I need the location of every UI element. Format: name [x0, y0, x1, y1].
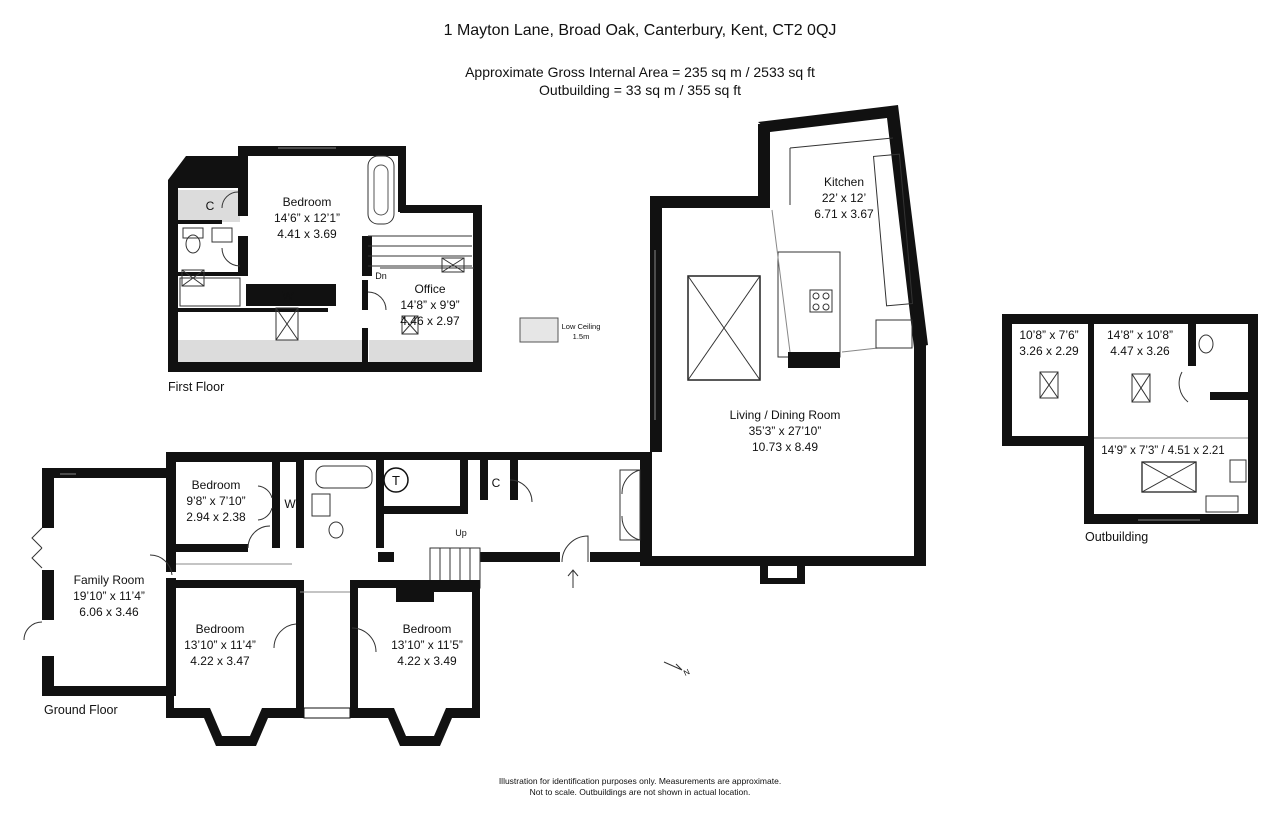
disclaimer-line2: Not to scale. Outbuildings are not shown… [529, 787, 751, 798]
room-metric: 2.94 x 2.38 [186, 509, 246, 524]
outbuilding-label: Outbuilding [1085, 530, 1149, 544]
room-name: Family Room [73, 573, 145, 587]
property-address: 1 Mayton Lane, Broad Oak, Canterbury, Ke… [443, 22, 837, 39]
first-floor-plan [168, 146, 482, 372]
ff-wardrobe-label: W [282, 289, 294, 303]
room-metric: 3.26 x 2.29 [1019, 343, 1079, 358]
ground-floor-plan [23, 105, 928, 746]
room-name: Bedroom [282, 195, 332, 209]
room-name: Office [414, 282, 446, 296]
room-metric: 4.46 x 2.97 [400, 313, 460, 328]
ff-cupboard-label: C [205, 199, 215, 213]
low-ceiling-label: Low Ceiling 1.5m [558, 322, 604, 342]
room-metric: 4.47 x 3.26 [1110, 343, 1170, 358]
room-label-outbuilding-a: 10’8” x 7’6” 3.26 x 2.29 [1014, 328, 1084, 360]
disclaimer: Illustration for identification purposes… [0, 776, 1280, 799]
room-metric: 4.22 x 3.49 [397, 653, 457, 668]
room-imperial: 22’ x 12’ [821, 190, 867, 205]
room-label-gf-bedroom-right: Bedroom 13’10” x 11’5” 4.22 x 3.49 [383, 622, 471, 669]
room-imperial: 35’3” x 27’10” [748, 423, 822, 438]
disclaimer-line1: Illustration for identification purposes… [498, 776, 782, 786]
room-label-gf-bedroom-left: Bedroom 13’10” x 11’4” 4.22 x 3.47 [176, 622, 264, 669]
room-imperial: 13’10” x 11’4” [184, 637, 256, 652]
room-metric: 6.71 x 3.67 [814, 206, 874, 221]
room-imperial: 10’8” x 7’6” [1019, 328, 1079, 342]
low-ceiling-text: Low Ceiling [561, 322, 601, 331]
room-label-ff-bedroom: Bedroom 14’6” x 12’1” 4.41 x 3.69 [252, 195, 362, 242]
room-imperial: 19’10” x 11’4” [73, 588, 145, 603]
first-floor-label: First Floor [168, 380, 225, 394]
room-imperial: 14’8” x 10’8” [1106, 328, 1174, 342]
room-label-living-dining: Living / Dining Room 35’3” x 27’10” 10.7… [720, 408, 850, 455]
room-metric: 6.06 x 3.46 [79, 604, 139, 619]
room-imperial: 13’10” x 11’5” [391, 637, 463, 652]
tank-label: T [392, 473, 400, 488]
area-summary: Approximate Gross Internal Area = 235 sq… [0, 63, 1280, 99]
outbuilding-area: Outbuilding = 33 sq m / 355 sq ft [539, 82, 741, 99]
room-imperial: 9’8” x 7’10” [186, 493, 246, 508]
outbuilding-plan [1002, 314, 1258, 524]
room-label-ff-office: Office 14’8” x 9’9” 4.46 x 2.97 [380, 282, 480, 329]
room-metric: 10.73 x 8.49 [751, 439, 819, 454]
low-ceiling-height: 1.5m [572, 331, 590, 341]
gf-cupboard-label: C [491, 476, 501, 490]
room-name: Bedroom [402, 622, 452, 636]
room-label-gf-bedroom-small: Bedroom 9’8” x 7’10” 2.94 x 2.38 [178, 478, 254, 525]
room-label-kitchen: Kitchen 22’ x 12’ 6.71 x 3.67 [790, 175, 898, 222]
room-imperial: 14’6” x 12’1” [273, 210, 341, 225]
room-label-outbuilding-b: 14’8” x 10’8” 4.47 x 3.26 [1100, 328, 1180, 360]
room-label-family-room: Family Room 19’10” x 11’4” 6.06 x 3.46 [60, 573, 158, 620]
ground-floor-label: Ground Floor [44, 703, 118, 717]
room-name: Bedroom [195, 622, 245, 636]
room-name: Kitchen [823, 175, 865, 189]
gross-internal-area: Approximate Gross Internal Area = 235 sq… [465, 64, 815, 80]
stairs-up-label: Up [455, 528, 467, 538]
room-name: Living / Dining Room [729, 408, 841, 422]
gf-wardrobe-label: W [284, 497, 296, 511]
room-metric: 4.41 x 3.69 [277, 226, 337, 241]
room-imperial: 14’8” x 9’9” [400, 297, 460, 312]
room-name: Bedroom [191, 478, 241, 492]
stairs-down-label: Dn [375, 271, 387, 281]
room-metric: 4.22 x 3.47 [190, 653, 250, 668]
room-label-outbuilding-c: 14’9” x 7’3” / 4.51 x 2.21 [1101, 445, 1225, 457]
